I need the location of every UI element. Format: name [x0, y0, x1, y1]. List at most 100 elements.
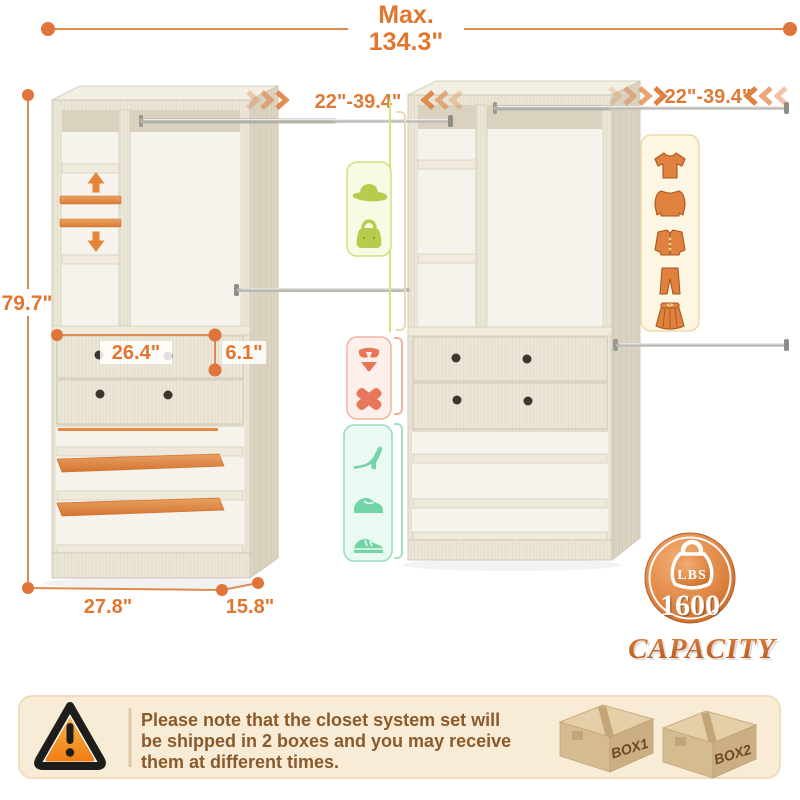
dimension-dot [252, 577, 264, 589]
chevron-right-icon [638, 86, 653, 106]
chevron-left-icon [448, 90, 463, 110]
dimension-dot [51, 329, 63, 341]
swimwear-panel [346, 336, 392, 420]
notice-panel: Please note that the closet system set w… [18, 695, 781, 779]
height-dimension: 79.7" [1, 89, 53, 588]
notice-line-3: them at different times. [141, 752, 339, 772]
drawer [412, 382, 608, 430]
rod-range-left: 22"-39.4" [246, 90, 463, 113]
shoe-shelf [412, 498, 608, 509]
chevron-left-icon [434, 90, 449, 110]
down-arrow-icon [87, 231, 105, 252]
dimension-dot [22, 582, 34, 594]
drawer-knob [452, 395, 462, 405]
chevron-left-icon [758, 86, 773, 106]
unit-base [51, 552, 251, 579]
adjustable-shelf [59, 195, 122, 205]
warning-icon [34, 702, 106, 770]
fixed-shelf [417, 253, 477, 264]
chevron-right-icon [608, 86, 623, 106]
cardigan-icon [654, 229, 686, 256]
drawer-knob [163, 390, 173, 400]
drawer-knob [451, 353, 461, 363]
dimension-dot [783, 22, 797, 36]
rod-left-top [139, 115, 453, 127]
badge-caption-shadow: CAPACITY [630, 635, 779, 667]
base-dimension: 27.8" 15.8" [22, 577, 274, 618]
clothes-panel [640, 134, 700, 332]
dimension-dot [216, 584, 228, 596]
drawer-height-value: 6.1" [225, 342, 262, 364]
slanted-shoe-shelf [56, 453, 225, 473]
chevron-right-icon [623, 86, 638, 106]
slanted-shoe-shelf [56, 497, 225, 517]
tshirt-icon [654, 152, 686, 179]
rod-right-top [493, 102, 789, 114]
max-width-label: Max. [378, 1, 434, 29]
base-width-value: 27.8" [84, 596, 132, 618]
badge-caption: CAPACITY [628, 633, 777, 665]
badge-unit-label: LBS [677, 568, 706, 583]
shipping-box-1: BOX1 [558, 704, 655, 773]
dimension-dot [22, 89, 34, 101]
chevron-left-icon [420, 90, 435, 110]
notice-line-1: Please note that the closet system set w… [141, 710, 500, 730]
drawer [56, 379, 244, 425]
fixed-shelf [61, 163, 120, 174]
vertical-divider [118, 109, 131, 327]
drawer-dimension: 26.4" 6.1" [51, 328, 266, 377]
chevron-right-icon [260, 90, 275, 110]
swimsuit-icon [356, 388, 382, 410]
unit-side-panel [249, 85, 279, 579]
shoe-zone-bracket [394, 423, 403, 559]
unit-top-face [51, 85, 279, 101]
dimension-dot [41, 22, 55, 36]
hanging-rods [139, 102, 789, 351]
up-arrow-icon [87, 172, 105, 193]
heel-shoe-icon [354, 446, 383, 469]
chevron-right-icon [653, 86, 668, 106]
chevron-left-icon [743, 86, 758, 106]
right-closet-unit [402, 80, 641, 571]
skirt-icon [655, 302, 685, 330]
drawer [412, 336, 608, 382]
badge-value-shadow: 1600 [662, 591, 722, 624]
blouse-icon [654, 190, 686, 217]
adjustable-shelf [59, 218, 122, 228]
rod-right-side [613, 339, 789, 351]
badge-value: 1600 [660, 589, 720, 622]
left-closet-unit [44, 85, 279, 589]
accessories-panel [346, 161, 392, 257]
rod-middle-gap [234, 284, 410, 296]
drawer-knob [523, 396, 533, 406]
base-depth-value: 15.8" [226, 596, 274, 618]
chevron-right-icon [275, 90, 290, 110]
sneaker-icon [354, 539, 383, 553]
rod-range-right-value: 22"-39.4" [665, 86, 752, 108]
bikini-icon [358, 347, 380, 372]
vertical-divider [475, 104, 488, 328]
dimension-dot [208, 328, 222, 342]
chevron-right-icon [246, 90, 261, 110]
hanging-zone-bracket [396, 111, 406, 331]
drawer-zone-bracket [394, 337, 403, 415]
dimension-dot [208, 363, 222, 377]
notice-line-2: be shipped in 2 boxes and you may receiv… [141, 731, 511, 751]
rod-range-left-value: 22"-39.4" [315, 91, 402, 113]
capacity-badge: LBS 1600 1600 CAPACITY CAPACITY [628, 532, 779, 667]
unit-base [407, 539, 613, 561]
unit-side-panel [611, 80, 641, 562]
drawer-width-value: 26.4" [112, 342, 160, 364]
shoes-panel [343, 424, 393, 562]
hat-icon [353, 184, 388, 202]
fixed-shelf [61, 254, 120, 265]
drawer-knob [95, 389, 105, 399]
shoe-shelf [412, 453, 608, 464]
rod-range-right: 22"-39.4" [608, 86, 788, 108]
drawer-knob [522, 354, 532, 364]
shipping-box-2: BOX2 [661, 710, 758, 779]
chevron-left-icon [773, 86, 788, 106]
pants-icon [659, 267, 681, 295]
